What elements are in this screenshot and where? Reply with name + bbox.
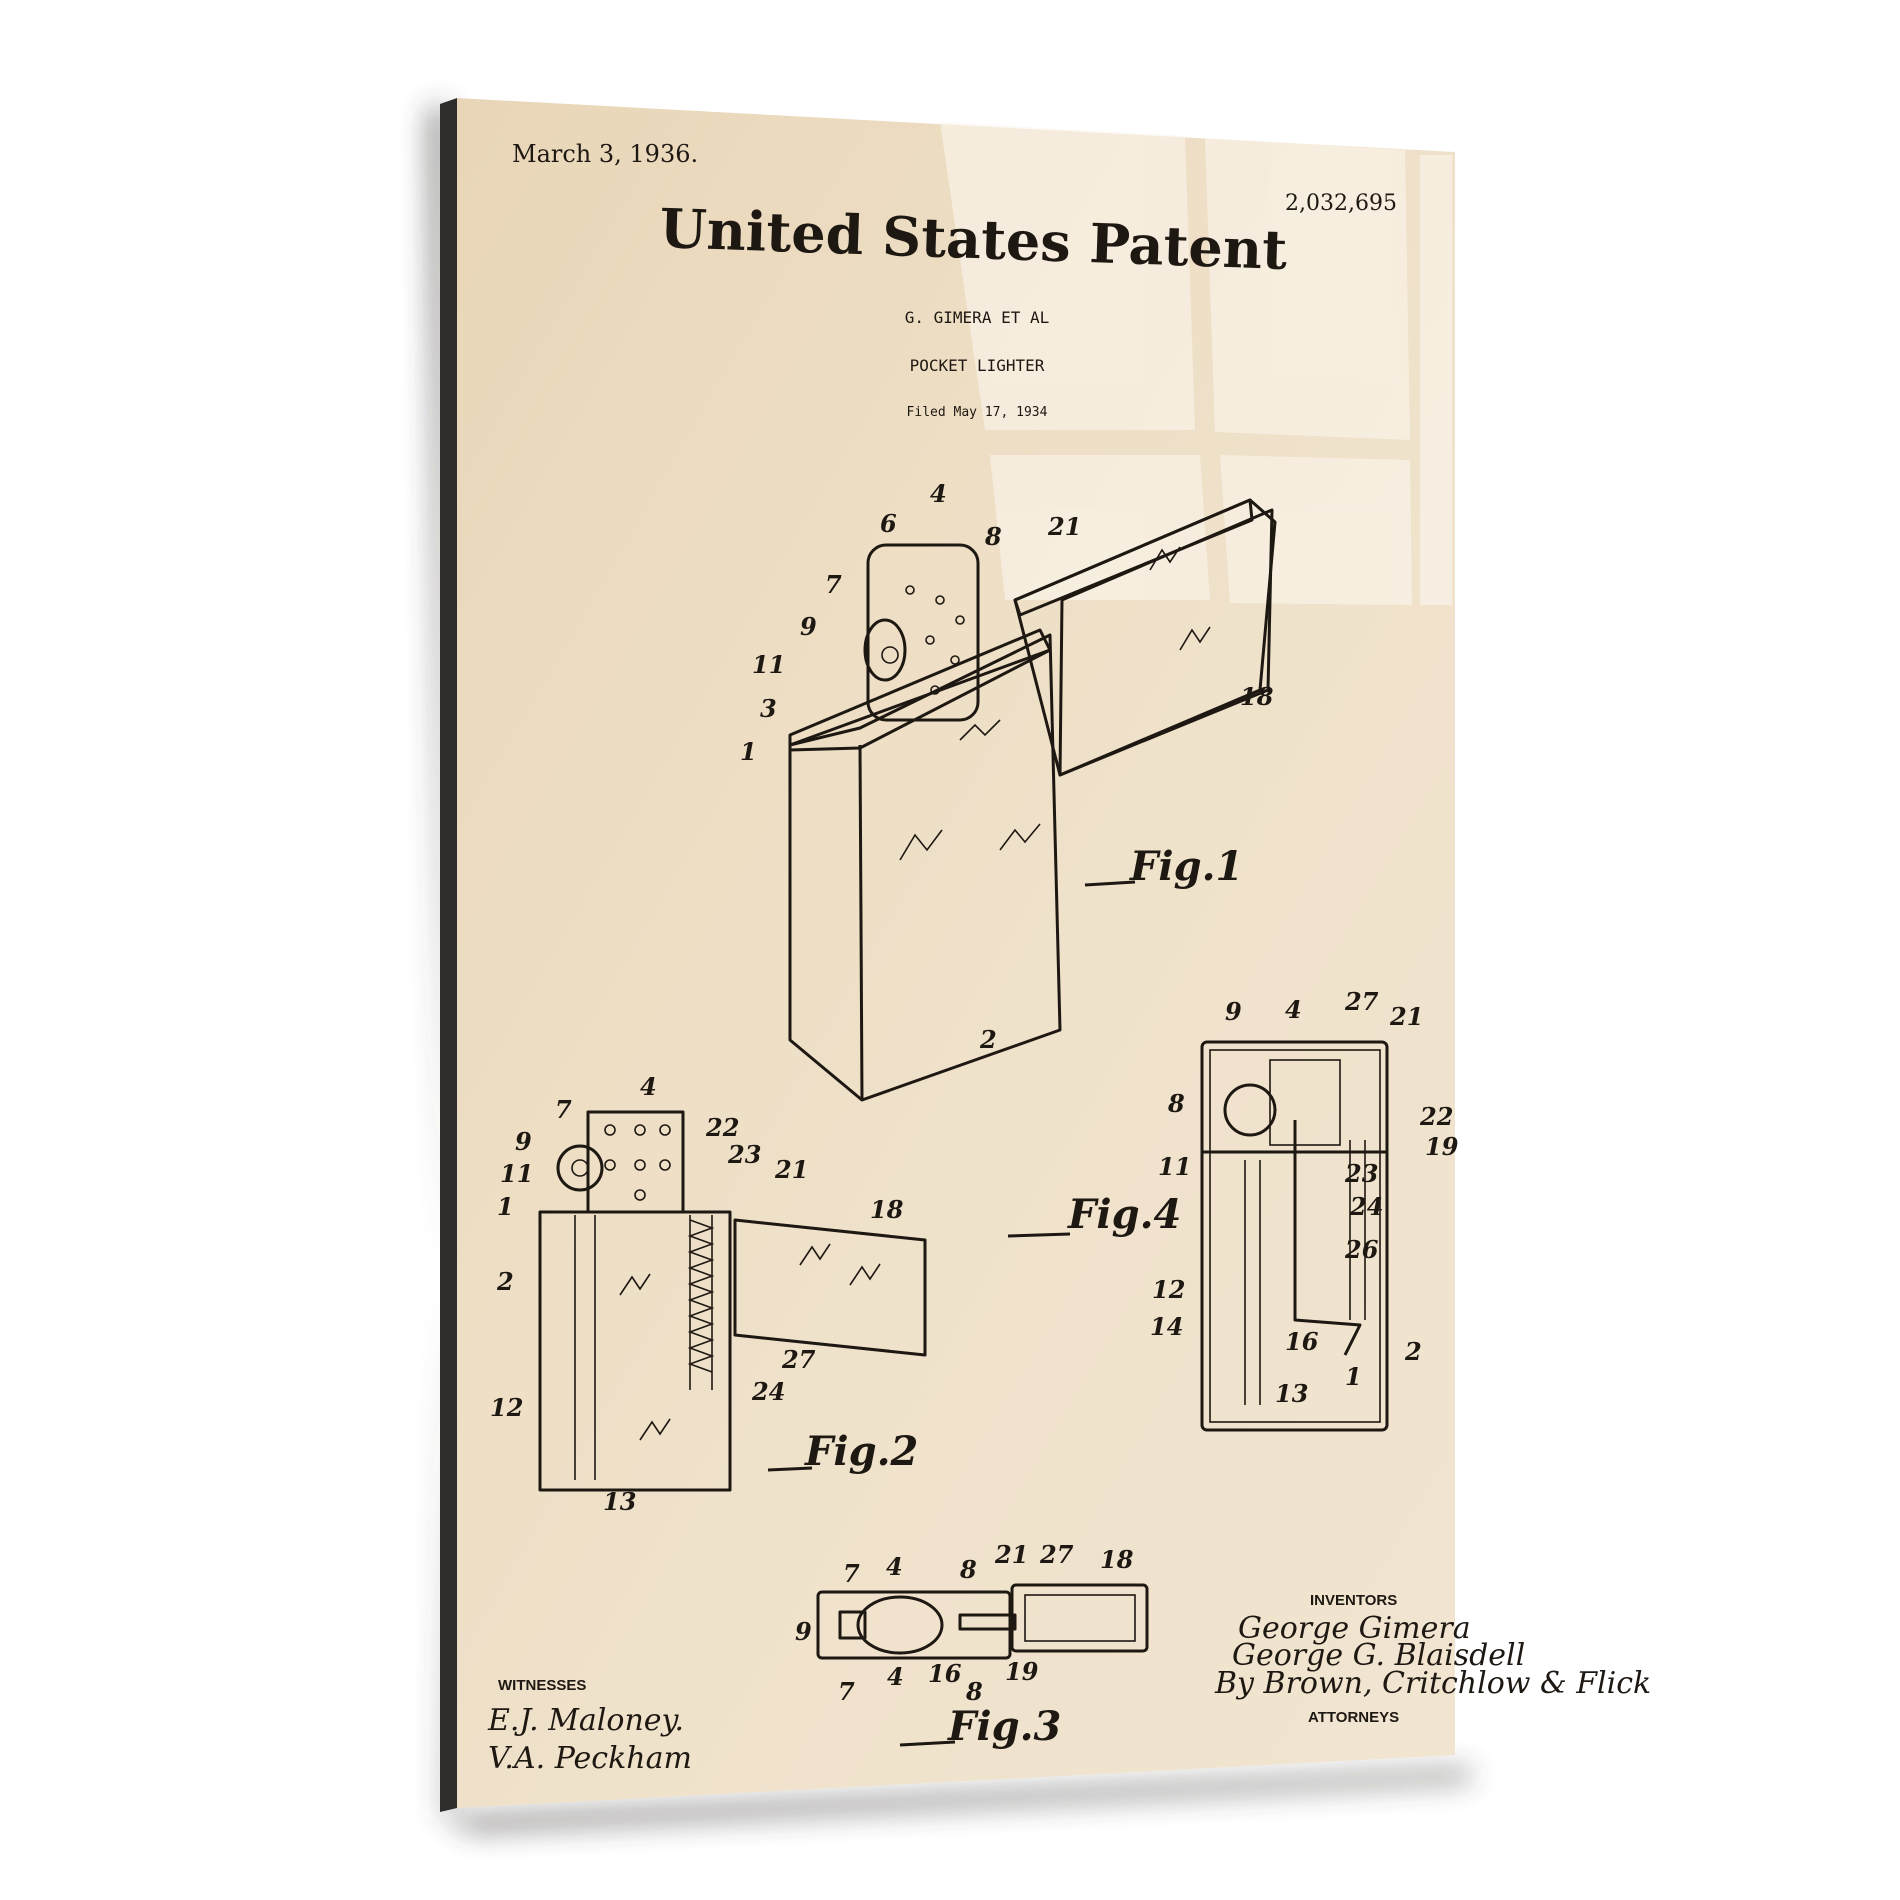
figure-3-drawing	[816, 1583, 1149, 1660]
fig4-part-label: 4	[1285, 995, 1302, 1024]
light-reflection	[940, 122, 1452, 605]
fig1-part-label: 1	[740, 737, 757, 766]
figure-3-label: Fig.3	[947, 1703, 1061, 1750]
fig3-part-label: 19	[1005, 1657, 1039, 1686]
fig4-part-label: 14	[1150, 1312, 1183, 1341]
figure-2-drawing	[538, 1110, 927, 1492]
fig1-part-label: 3	[760, 694, 777, 723]
fig1-part-label: 7	[825, 570, 842, 599]
inventor-signature-2: George G. Blaisdell	[1232, 1638, 1525, 1673]
fig3-part-label: 9	[795, 1617, 812, 1646]
patent-paper	[457, 98, 1455, 1808]
fig3-part-label: 16	[928, 1659, 962, 1688]
fig2-part-label: 23	[727, 1140, 761, 1169]
print-edge	[440, 98, 457, 1812]
figure-1-label: Fig.1	[1129, 843, 1243, 890]
fig1-part-label: 9	[800, 612, 817, 641]
figure-2-leader	[767, 1466, 813, 1472]
fig2-part-label: 11	[500, 1159, 533, 1188]
figure-1-leader	[1084, 880, 1136, 887]
filed-date: Filed May 17, 1934	[907, 405, 1048, 420]
fig4-part-label: 19	[1425, 1132, 1459, 1161]
fig1-part-label: 4	[930, 479, 947, 508]
witnesses-caption: WITNESSES	[498, 1677, 586, 1694]
figure-3-leader	[899, 1740, 956, 1747]
fig1-part-label: 18	[1240, 682, 1274, 711]
fig1-part-label: 21	[1047, 512, 1081, 541]
inventor-line: G. GIMERA ET AL	[905, 308, 1050, 327]
fig1-part-label: 2	[979, 1025, 997, 1054]
fig4-part-label: 8	[1167, 1089, 1185, 1118]
invention-name: POCKET LIGHTER	[910, 356, 1045, 375]
fig4-part-label: 21	[1389, 1002, 1423, 1031]
fig4-part-label: 2	[1404, 1337, 1422, 1366]
inventors-caption: INVENTORS	[1310, 1592, 1397, 1609]
fig2-part-label: 21	[774, 1155, 808, 1184]
fig4-part-label: 9	[1225, 997, 1242, 1026]
fig2-part-label: 13	[603, 1487, 636, 1516]
fig2-part-label: 18	[870, 1195, 904, 1224]
figure-1-drawing	[788, 498, 1277, 1102]
fig2-part-label: 27	[781, 1345, 816, 1374]
fig1-part-label: 6	[880, 509, 897, 538]
witness-signature-1: E.J. Maloney.	[487, 1703, 684, 1738]
patent-number: 2,032,695	[1285, 191, 1397, 216]
attorneys-caption: ATTORNEYS	[1308, 1709, 1399, 1726]
fig4-part-label: 26	[1344, 1235, 1379, 1264]
figure-4-label: Fig.4	[1067, 1191, 1181, 1238]
fig2-part-label: 12	[490, 1393, 523, 1422]
figure-4-drawing	[1200, 1040, 1389, 1432]
figure-4-leader	[1007, 1232, 1071, 1238]
fig4-part-label: 24	[1349, 1192, 1383, 1221]
fig4-part-label: 16	[1285, 1327, 1319, 1356]
fig2-part-label: 2	[496, 1267, 514, 1296]
fig4-part-label: 12	[1152, 1275, 1185, 1304]
fig2-part-label: 22	[705, 1113, 739, 1142]
patent-date: March 3, 1936.	[512, 140, 698, 168]
fig2-part-label: 7	[555, 1095, 572, 1124]
fig4-part-label: 27	[1344, 987, 1379, 1016]
fig3-part-label: 18	[1100, 1545, 1134, 1574]
witness-signature-2: V.A. Peckham	[488, 1741, 692, 1776]
fig3-part-label: 7	[843, 1559, 860, 1588]
fig2-part-label: 24	[751, 1377, 785, 1406]
fig4-part-label: 23	[1344, 1159, 1378, 1188]
fig1-part-label: 8	[984, 522, 1002, 551]
fig3-part-label: 4	[887, 1662, 904, 1691]
fig2-part-label: 9	[515, 1127, 532, 1156]
fig4-part-label: 11	[1158, 1152, 1191, 1181]
fig3-part-label: 27	[1039, 1540, 1074, 1569]
fig3-part-label: 4	[886, 1552, 903, 1581]
fig4-part-label: 1	[1345, 1362, 1362, 1391]
fig1-part-label: 11	[752, 650, 785, 679]
fig4-part-label: 22	[1419, 1102, 1453, 1131]
fig2-part-label: 1	[497, 1192, 514, 1221]
fig3-part-label: 7	[838, 1677, 855, 1706]
fig4-part-label: 13	[1275, 1379, 1308, 1408]
fig3-part-label: 21	[994, 1540, 1028, 1569]
fig3-part-label: 8	[965, 1677, 983, 1706]
fig3-part-label: 8	[959, 1555, 977, 1584]
fig2-part-label: 4	[640, 1072, 657, 1101]
figure-2-label: Fig.2	[804, 1428, 918, 1475]
inventor-signature-1: George Gimera	[1238, 1611, 1471, 1646]
attorney-signature: By Brown, Critchlow & Flick	[1214, 1666, 1651, 1701]
